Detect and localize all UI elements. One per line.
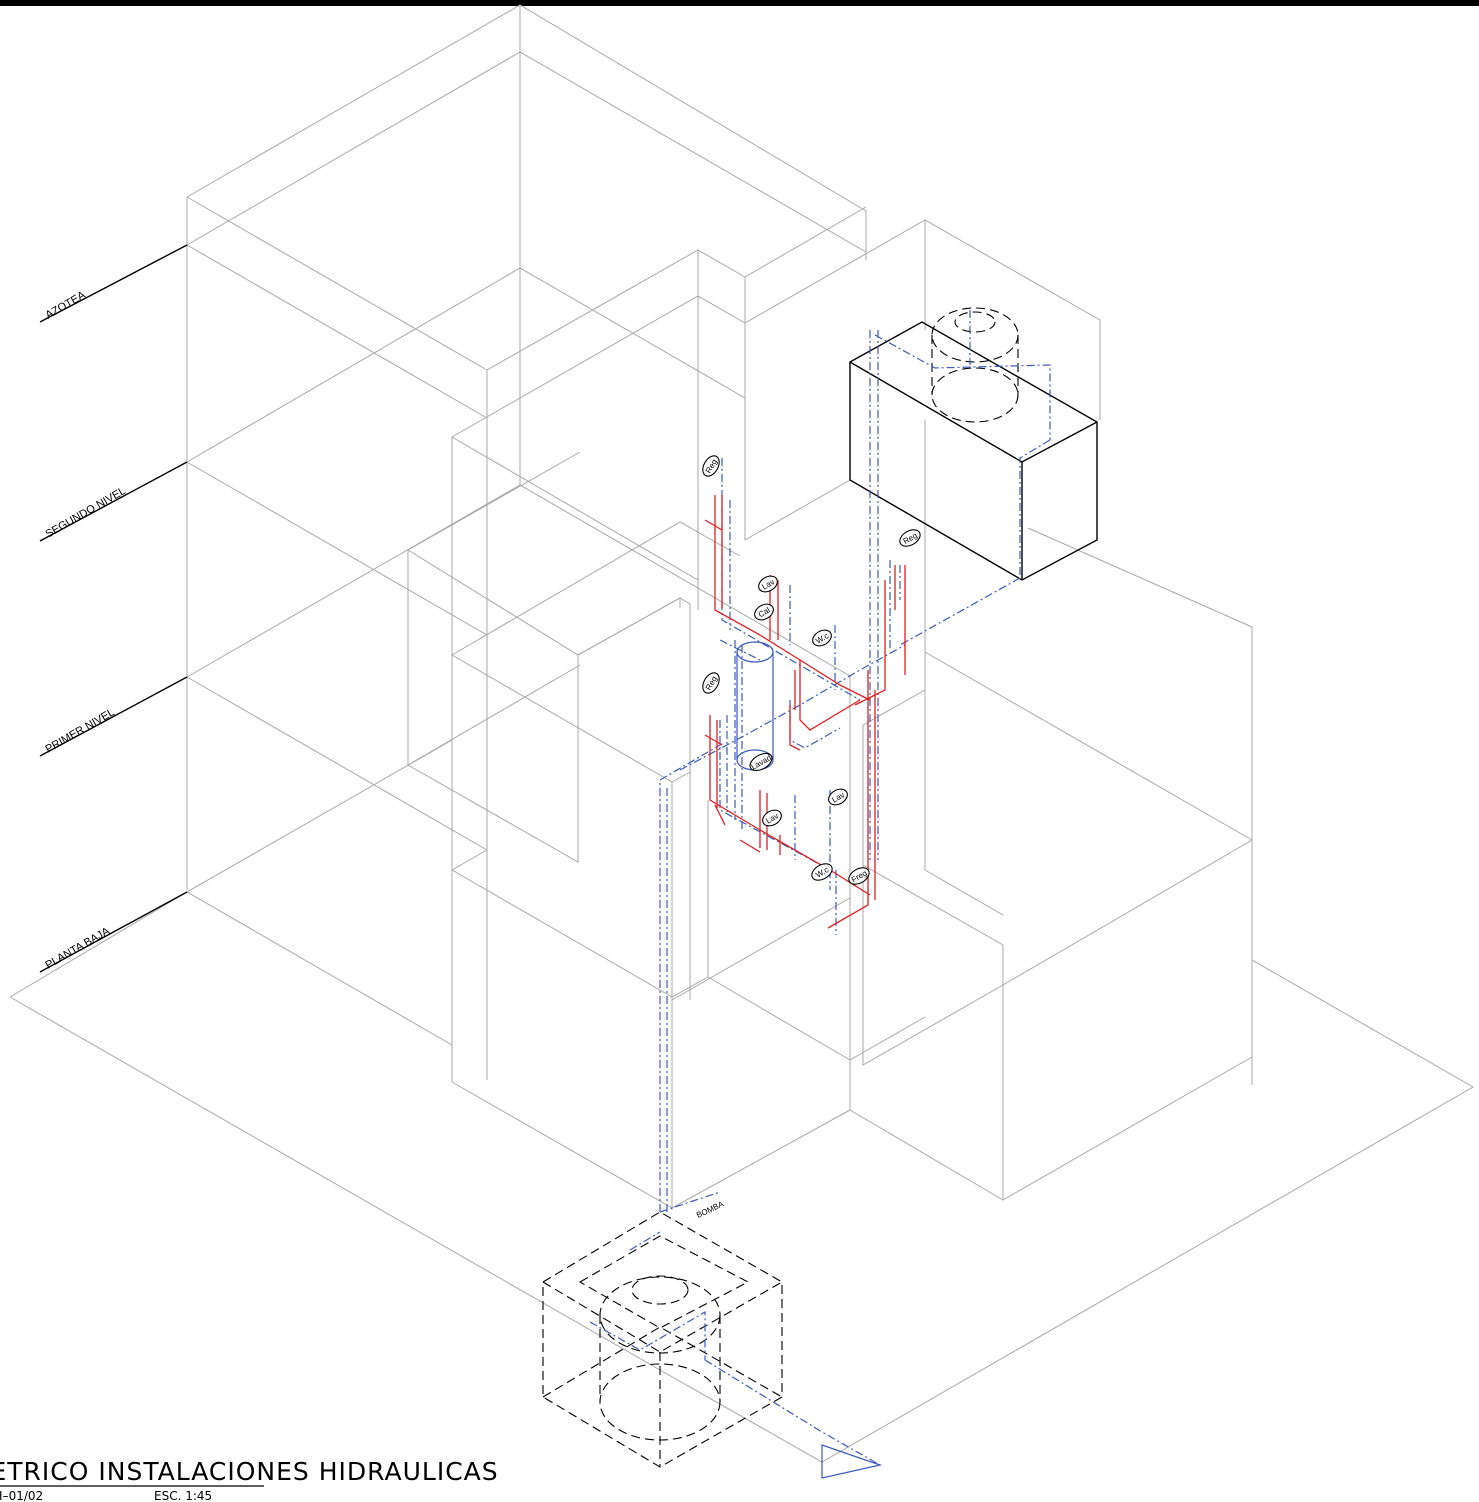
roof-tank-box bbox=[849, 321, 1098, 581]
fixture-tag-reg-upper: Reg bbox=[702, 455, 720, 477]
fixture-tag-reg-right: Reg bbox=[899, 529, 921, 547]
fixture-tag-cal: Cal bbox=[754, 603, 774, 621]
level-label-planta-baja: PLANTA BAJA bbox=[44, 925, 113, 972]
drawing-scale: ESC. 1:45 bbox=[154, 1489, 212, 1502]
drawing-code: IH–01/02 bbox=[0, 1489, 43, 1502]
fixture-tag-lavad: Lavad bbox=[749, 752, 773, 772]
fixture-tag-reg-first: Reg bbox=[702, 672, 720, 694]
fixture-tag-lav-first-right: Lav bbox=[828, 788, 848, 806]
roof-cistern-cylinder bbox=[931, 307, 1019, 423]
fixture-tag-lav-second: Lav bbox=[758, 575, 778, 593]
level-label-azotea: AZOTEA bbox=[44, 289, 89, 322]
drawing-title: ISOMETRICO INSTALACIONES HIDRAULICAS bbox=[0, 1457, 499, 1486]
level-lines bbox=[39, 244, 188, 973]
level-label-primer-nivel: PRIMER NIVEL bbox=[44, 706, 117, 755]
level-label-segundo-nivel: SEGUNDO NIVEL bbox=[44, 485, 128, 541]
cold-water-piping bbox=[589, 310, 1051, 1479]
pump-label: BOMBA bbox=[695, 1199, 726, 1220]
fixture-tag-lav-first: Lav bbox=[762, 809, 782, 827]
fixture-tag-wc-first: W.c bbox=[811, 863, 833, 881]
underground-cistern bbox=[542, 1211, 783, 1468]
fixture-tag-freg: Freg bbox=[848, 867, 870, 885]
top-border bbox=[0, 0, 1479, 6]
fixture-tags: Reg Reg Lav Cal W.c Reg Lavad Lav Lav W.… bbox=[702, 455, 921, 885]
hot-water-piping bbox=[704, 495, 906, 929]
fixture-tag-wc-second: W.c bbox=[812, 629, 832, 647]
building-wireframe bbox=[9, 4, 1475, 1463]
